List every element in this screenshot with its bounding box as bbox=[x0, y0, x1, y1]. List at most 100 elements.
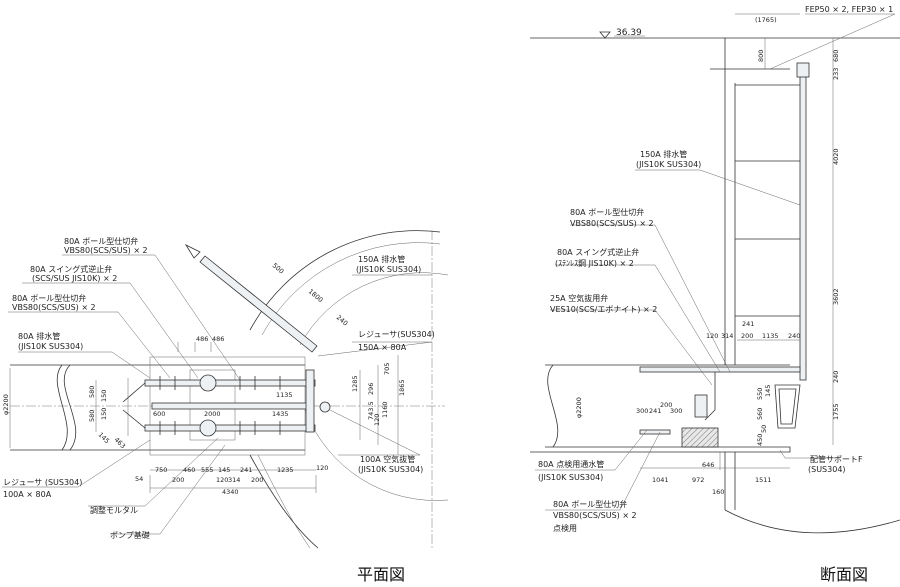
label-pipe-support: 配管サポートF bbox=[810, 454, 863, 464]
label-mortar: 調整モルタル bbox=[90, 505, 138, 515]
dim: 120 bbox=[216, 476, 228, 484]
pipe-break-section bbox=[547, 364, 559, 448]
label-pipe-support-spec: (SUS304) bbox=[808, 465, 846, 474]
section-view-title: 断面図 bbox=[820, 565, 868, 584]
label-check-valve-spec: (SCS/SUS JIS10K) × 2 bbox=[32, 274, 117, 283]
label-reducer-150-spec: 150A × 80A bbox=[358, 343, 407, 352]
pump-base bbox=[681, 427, 719, 448]
label-ball-valve-mid: 80A ボール型仕切弁 bbox=[12, 293, 86, 303]
label-air-valve-spec: VES10(SCS/エボナイト) × 2 bbox=[550, 305, 657, 314]
plan-leader-lines bbox=[2, 254, 433, 535]
label-drain-150a: 150A 排水管 bbox=[358, 254, 405, 264]
dim: 120 bbox=[706, 332, 718, 340]
dim: 560 bbox=[756, 408, 764, 420]
plan-view-title: 平面図 bbox=[357, 565, 405, 584]
dim: 600 bbox=[153, 410, 165, 418]
dim: 450 bbox=[756, 434, 764, 446]
air-vent-pipe bbox=[151, 402, 313, 410]
discharge-pipe-lower bbox=[144, 424, 316, 432]
label-reducer-100-spec: 100A × 80A bbox=[3, 490, 52, 499]
tank-inner-arc bbox=[261, 242, 441, 336]
label-reducer-150: レジューサ(SUS304) bbox=[358, 330, 435, 339]
dim: 120 bbox=[316, 464, 328, 472]
label-inspection-valve-spec: VBS80(SCS/SUS) × 2 bbox=[553, 511, 637, 520]
label-check-valve: 80A スイング式逆止弁 bbox=[30, 264, 112, 274]
dim: 240 bbox=[335, 313, 350, 327]
pipe-top-cap bbox=[796, 62, 810, 78]
pipe-break bbox=[56, 364, 77, 451]
lower-arc-2 bbox=[257, 454, 311, 549]
header-pipe bbox=[305, 369, 315, 433]
pump-motor bbox=[694, 394, 708, 418]
shaft-arc bbox=[299, 272, 449, 346]
label-air-vent-100a: 100A 空気抜管 bbox=[360, 454, 415, 464]
dim: 3602 bbox=[832, 288, 840, 305]
shaft-bottom-arc bbox=[724, 509, 900, 534]
dim: 300 bbox=[636, 407, 648, 415]
dim: 300 bbox=[670, 407, 682, 415]
flow-arrow-icon bbox=[184, 244, 201, 259]
dim: 200 bbox=[172, 476, 184, 484]
tank-outer-arc bbox=[249, 230, 441, 331]
label-air-valve: 25A 空気抜用弁 bbox=[550, 293, 608, 303]
dim: 486 bbox=[212, 335, 224, 343]
dim: 200 bbox=[251, 476, 263, 484]
dim: 314 bbox=[721, 332, 733, 340]
shaft-walls bbox=[724, 38, 736, 510]
dim: 4020 bbox=[832, 148, 840, 165]
shaft-arc-lower bbox=[304, 409, 449, 501]
dim: 50 bbox=[760, 425, 768, 433]
label-check-valve-section: 80A スイング式逆止弁 bbox=[557, 247, 639, 257]
dim: 145 bbox=[97, 431, 111, 445]
flanges bbox=[159, 376, 281, 435]
pump-upper bbox=[199, 374, 217, 392]
discharge-pipe-upper bbox=[144, 379, 316, 387]
dim: 241 bbox=[742, 320, 754, 328]
drain-pipe-150a bbox=[199, 255, 318, 353]
label-drain-80a-spec: (JIS10K SUS304) bbox=[18, 342, 83, 351]
dim: 463 bbox=[113, 436, 127, 450]
label-inspection-pipe: 80A 点検用通水管 bbox=[538, 459, 604, 469]
dim: 460 bbox=[183, 466, 195, 474]
dim: 972 bbox=[692, 476, 704, 484]
dim: 150 bbox=[100, 390, 108, 402]
dim: 1755 bbox=[832, 403, 840, 420]
vertical-drain-pipe bbox=[799, 74, 807, 381]
dim: 500 bbox=[271, 261, 286, 275]
dim: 1135 bbox=[762, 332, 779, 340]
dim: 120 bbox=[373, 414, 381, 426]
dim: 145 bbox=[218, 466, 230, 474]
section-dimensions: (1765) 800 680 233 4020 3602 120 314 241… bbox=[575, 16, 840, 496]
horizontal-discharge-pipe bbox=[639, 366, 801, 373]
dim: 1041 bbox=[652, 476, 669, 484]
label-ball-valve-top-spec: VBS80(SCS/SUS) × 2 bbox=[64, 246, 148, 255]
air-vent-elbow bbox=[319, 401, 331, 413]
pump-lower bbox=[199, 419, 217, 437]
suction-bends bbox=[122, 382, 146, 429]
dim: 1511 bbox=[755, 476, 772, 484]
dim: 1160 bbox=[381, 401, 389, 418]
dim: 1800 bbox=[307, 287, 325, 304]
dim: 2000 bbox=[204, 410, 221, 418]
label-drain-150a-spec: (JIS10K SUS304) bbox=[356, 265, 421, 274]
lower-arc-1 bbox=[249, 454, 319, 549]
dim: 54 bbox=[135, 475, 143, 483]
dim: 1285 bbox=[351, 375, 359, 392]
dim: 705 bbox=[383, 363, 391, 375]
label-ball-valve-section-spec: VBS80(SCS/SUS) × 2 bbox=[570, 219, 654, 228]
dim: 580 bbox=[88, 386, 96, 398]
dim: 580 bbox=[88, 410, 96, 422]
dim: 680 bbox=[832, 50, 840, 62]
label-air-vent-100a-spec: (JIS10K SUS304) bbox=[358, 465, 423, 474]
dim: 240 bbox=[788, 332, 800, 340]
label-check-valve-section-spec: (ｽﾃﾝﾚｽ鋼 JIS10K) × 2 bbox=[555, 258, 634, 268]
label-inspection-pipe-spec: (JIS10K SUS304) bbox=[538, 473, 603, 482]
dim: φ2200 bbox=[2, 394, 10, 415]
label-pump-base: ポンプ基礎 bbox=[110, 530, 150, 540]
dim: 241 bbox=[240, 466, 252, 474]
ladder-rungs bbox=[735, 84, 800, 317]
dim: 1135 bbox=[276, 391, 293, 399]
label-inspection-valve: 80A ボール型仕切弁 bbox=[553, 499, 627, 509]
dim: 296 bbox=[367, 383, 375, 395]
section-dimension-lines bbox=[640, 13, 834, 470]
